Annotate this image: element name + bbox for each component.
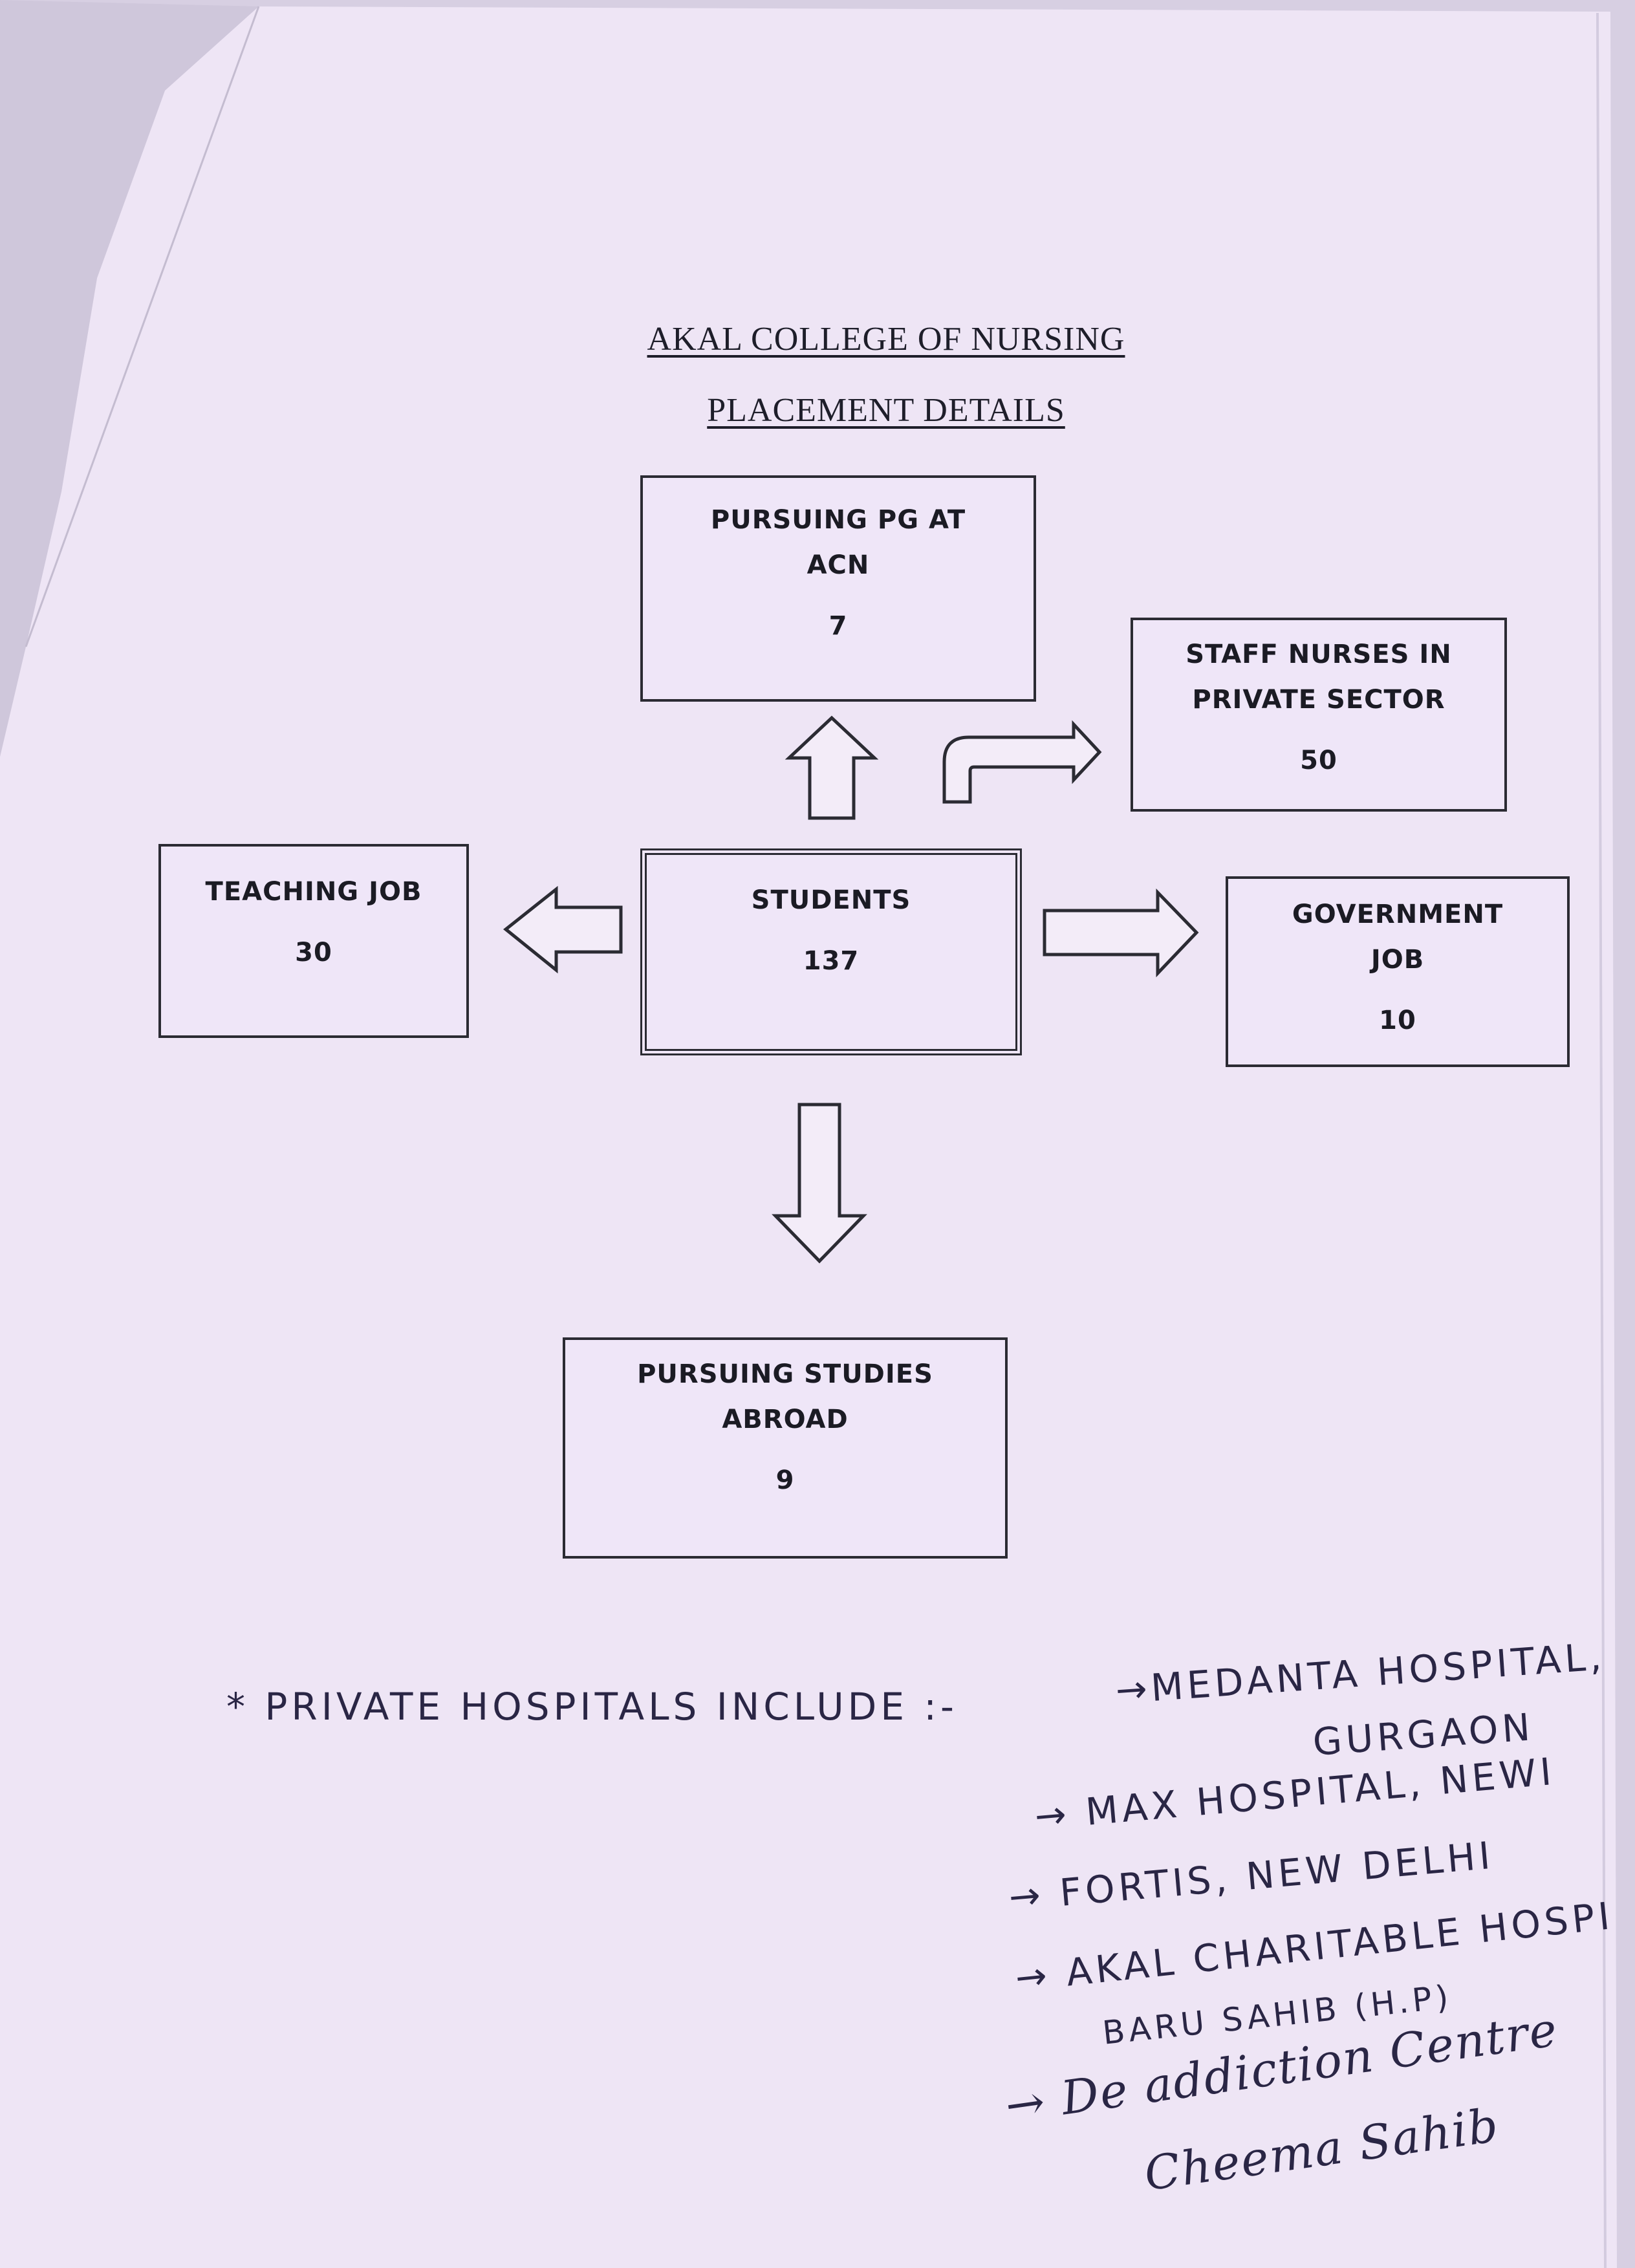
studies-abroad-box: PURSUING STUDIES ABROAD 9 [563, 1337, 1008, 1559]
government-job-box: GOVERNMENT JOB 10 [1226, 876, 1570, 1067]
right-arrow [1043, 888, 1199, 978]
bent-arrow [942, 720, 1102, 804]
college-title: AKAL COLLEGE OF NURSING [647, 321, 1125, 358]
studies-abroad-label-line1: PURSUING STUDIES [637, 1359, 933, 1389]
teaching-job-box: TEACHING JOB 30 [158, 844, 469, 1038]
handwritten-note-lead: * PRIVATE HOSPITALS INCLUDE :- [226, 1685, 958, 1729]
staff-nurses-box: STAFF NURSES IN PRIVATE SECTOR 50 [1131, 618, 1507, 812]
government-job-count: 10 [1379, 1006, 1416, 1035]
pursuing-pg-label-line1: PURSUING PG AT [710, 505, 966, 535]
teaching-job-label: TEACHING JOB [205, 877, 422, 907]
pursuing-pg-count: 7 [828, 611, 848, 641]
students-box: STUDENTS 137 [640, 848, 1022, 1055]
down-arrow [772, 1103, 867, 1264]
students-label: STUDENTS [751, 885, 911, 915]
up-arrow [785, 715, 879, 820]
left-arrow [503, 885, 623, 974]
government-job-label-line2: JOB [1370, 945, 1425, 975]
pursuing-pg-box: PURSUING PG AT ACN 7 [640, 475, 1036, 702]
staff-nurses-label-line2: PRIVATE SECTOR [1192, 685, 1446, 715]
teaching-job-count: 30 [295, 938, 332, 967]
placement-details-heading: PLACEMENT DETAILS [707, 392, 1065, 429]
studies-abroad-label-line2: ABROAD [722, 1405, 849, 1434]
pursuing-pg-label-line2: ACN [807, 550, 870, 580]
staff-nurses-label-line1: STAFF NURSES IN [1186, 640, 1452, 669]
staff-nurses-count: 50 [1300, 746, 1337, 775]
government-job-label-line1: GOVERNMENT [1292, 900, 1504, 929]
studies-abroad-count: 9 [775, 1465, 795, 1495]
students-count: 137 [803, 946, 860, 976]
